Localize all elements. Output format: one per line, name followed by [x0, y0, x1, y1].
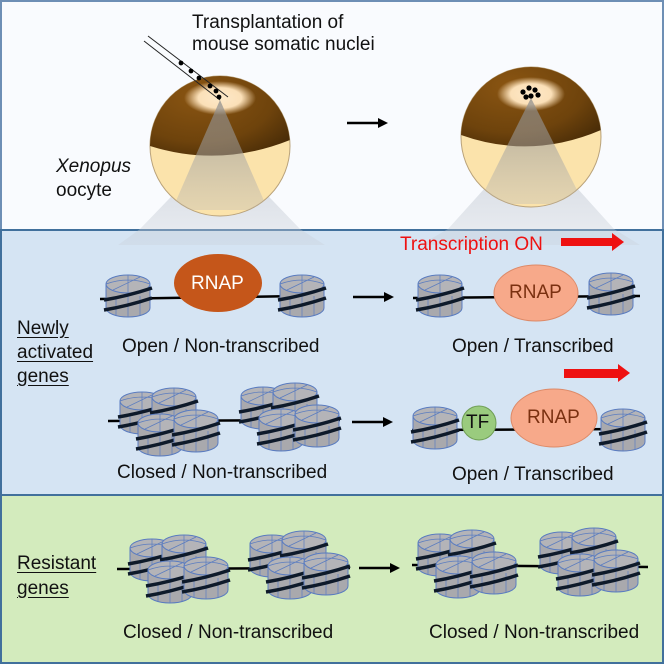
rnap-engaged-2: [510, 388, 598, 448]
row2-left-chromatin: [107, 383, 341, 456]
section-newly-line2: activated: [17, 342, 94, 363]
oocyte-label: oocyte: [56, 180, 112, 201]
row2-right-caption: Open / Transcribed: [452, 464, 614, 485]
row1-arrow-icon: [353, 292, 394, 302]
pipette-icon: [143, 35, 229, 101]
row3-left-chromatin: [116, 531, 351, 603]
row1-left-caption: Open / Non-transcribed: [122, 336, 320, 357]
section-newly-line3: genes: [17, 366, 69, 387]
transcription-arrow-icon-2: [564, 364, 630, 382]
tf-icon: [461, 405, 497, 441]
rnap-engaged: [493, 264, 579, 322]
oocyte-species-label: Xenopus: [56, 156, 132, 177]
rnap-label-row2: RNAP: [527, 407, 580, 428]
oocyte-right: [460, 66, 602, 208]
oocyte-left: [149, 75, 291, 217]
transplanted-nuclei-icon: [520, 85, 541, 100]
section-resistant-line1: Resistant: [17, 553, 97, 574]
row2-arrow-icon: [352, 417, 393, 427]
row1-right-chromatin: [412, 264, 641, 322]
arrow-icon: [347, 118, 388, 128]
section-resistant-line2: genes: [17, 578, 69, 599]
rnap-label-left: RNAP: [191, 273, 244, 294]
row2-left-caption: Closed / Non-transcribed: [117, 462, 328, 483]
row3-arrow-icon: [359, 563, 400, 573]
tf-label: TF: [466, 412, 490, 433]
rnap-label-right: RNAP: [509, 282, 562, 303]
row3-right-chromatin: [411, 528, 649, 598]
rnap-active: [174, 254, 262, 312]
row2-right-chromatin: [409, 388, 649, 453]
transplant-label-line2: mouse somatic nuclei: [192, 34, 375, 55]
row3-right-caption: Closed / Non-transcribed: [429, 622, 640, 643]
row1-right-caption: Open / Transcribed: [452, 336, 614, 357]
transplant-label-line1: Transplantation of: [192, 12, 344, 33]
row1-left-chromatin: [99, 254, 328, 319]
transcription-on-label: Transcription ON: [400, 234, 543, 255]
row3-left-caption: Closed / Non-transcribed: [123, 622, 334, 643]
transcription-arrow-icon: [561, 233, 624, 251]
section-newly-line1: Newly: [17, 318, 69, 339]
